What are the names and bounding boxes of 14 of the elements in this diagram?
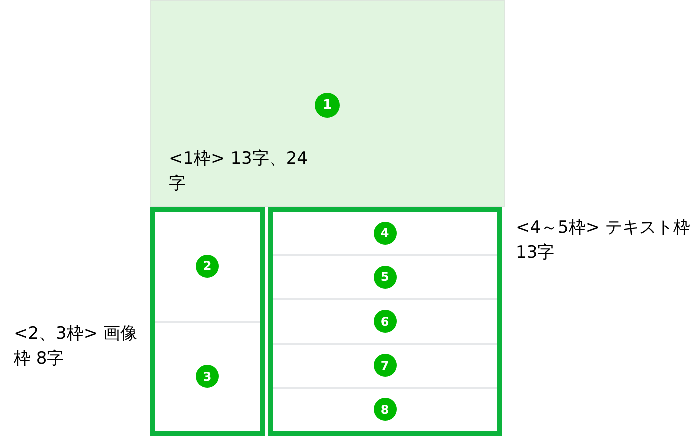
number-badge: 8: [374, 398, 396, 422]
frame-caption: <1枠> 13字、24字: [169, 148, 309, 196]
number-badge: 1: [315, 93, 340, 118]
frame-caption: <4～5枠> テキスト枠 13字: [516, 217, 691, 265]
header-panel: [150, 0, 505, 207]
number-badge: 5: [374, 266, 396, 289]
number-badge: 7: [374, 354, 396, 378]
number-badge: 3: [196, 365, 219, 388]
frame-caption: <2、3枠> 画像枠 8字: [14, 323, 139, 371]
number-badge: 4: [374, 222, 396, 245]
number-badge: 2: [196, 254, 219, 278]
number-badge: 6: [374, 310, 396, 333]
frame-group-box: [268, 207, 502, 436]
frame-group-box: [150, 207, 265, 436]
